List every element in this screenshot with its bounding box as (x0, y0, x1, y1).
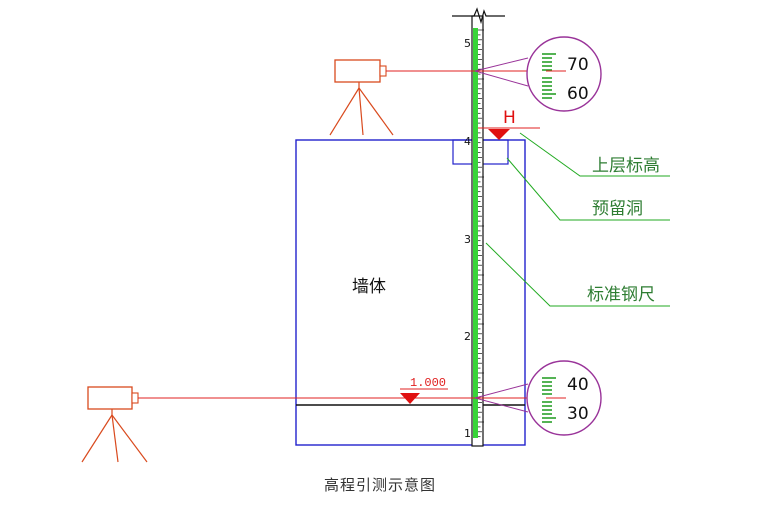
lower-magnifier: 40 30 (474, 360, 602, 436)
h-mark-label: H (503, 108, 516, 128)
diagram-caption: 高程引测示意图 (323, 476, 436, 494)
magnifier-lower-top: 40 (567, 375, 589, 395)
label-upper-elevation: 上层标高 (592, 156, 660, 176)
magnifier-upper-bottom: 60 (567, 84, 589, 104)
upper-magnifier: 70 60 (474, 36, 602, 112)
lower-level-instrument (81, 386, 148, 463)
ruler-number-2: 2 (464, 330, 471, 343)
elevation-value: 1.000 (410, 376, 446, 390)
h-triangle (488, 129, 510, 140)
ruler-break-symbol (452, 7, 505, 25)
ruler-ticks (478, 29, 484, 438)
wall-label: 墙体 (352, 277, 386, 297)
ruler-number-4: 4 (464, 135, 471, 148)
leader-reserved-hole (506, 157, 670, 221)
ruler-number-3: 3 (464, 233, 471, 246)
leader-standard-ruler (485, 242, 670, 307)
upper-level-instrument (329, 59, 394, 136)
leader-upper-elevation (519, 132, 670, 177)
label-reserved-hole: 预留洞 (592, 199, 643, 219)
label-standard-ruler: 标准钢尺 (587, 285, 655, 305)
ruler-green-band (473, 28, 478, 438)
ruler-number-1: 1 (464, 427, 471, 440)
wall-outline (295, 139, 526, 446)
magnifier-lower-bottom: 30 (567, 404, 589, 424)
magnifier-upper-top: 70 (567, 55, 589, 75)
elevation-triangle (400, 393, 420, 404)
ruler-number-5: 5 (464, 37, 471, 50)
